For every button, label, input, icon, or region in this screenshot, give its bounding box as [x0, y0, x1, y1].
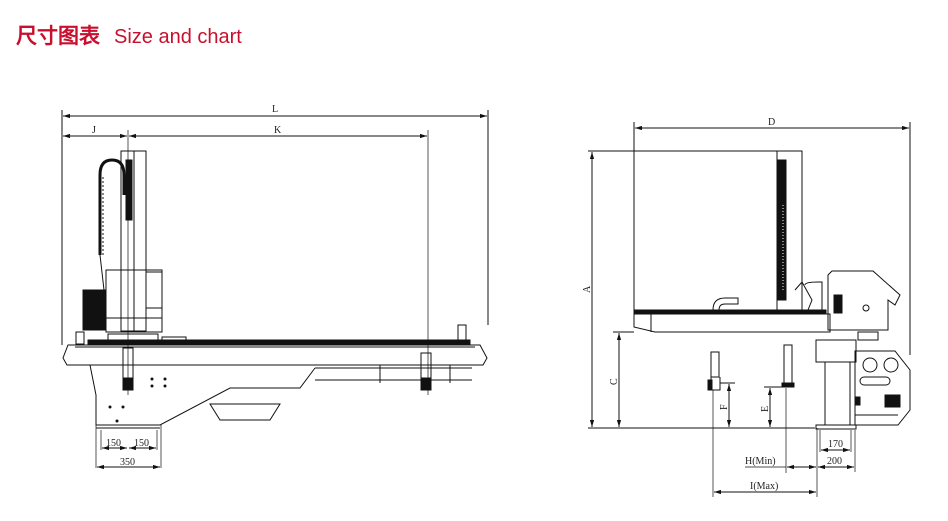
dim-label-a: A — [582, 285, 593, 293]
dim-label-150-right: 150 — [134, 438, 149, 449]
control-box — [827, 270, 901, 331]
dim-label-l: L — [272, 104, 278, 115]
dim-label-f: F — [719, 404, 730, 410]
title-english: Size and chart — [114, 26, 242, 48]
dim-label-170: 170 — [828, 439, 843, 450]
side-view: D A — [582, 117, 911, 497]
cable-chain — [98, 158, 126, 255]
dim-label-j: J — [92, 125, 96, 136]
dim-label-i-max: I(Max) — [750, 481, 778, 492]
dim-label-150-left: 150 — [106, 438, 121, 449]
page-title: 尺寸图表 Size and chart — [16, 20, 242, 50]
front-view: L J K — [61, 104, 489, 470]
dim-label-d: D — [768, 117, 775, 128]
dim-label-e: E — [760, 406, 771, 412]
dim-label-c: C — [609, 378, 620, 385]
machine-base — [89, 364, 316, 426]
dim-label-h-min: H(Min) — [745, 456, 776, 467]
title-chinese: 尺寸图表 — [16, 24, 100, 48]
gauge-right — [883, 357, 899, 373]
dim-label-200: 200 — [827, 456, 842, 467]
gauge-left — [862, 357, 878, 373]
dim-label-350: 350 — [120, 457, 135, 468]
horizontal-beam — [62, 344, 488, 366]
dim-label-k: K — [274, 125, 282, 136]
horizontal-beam-side — [633, 313, 831, 333]
